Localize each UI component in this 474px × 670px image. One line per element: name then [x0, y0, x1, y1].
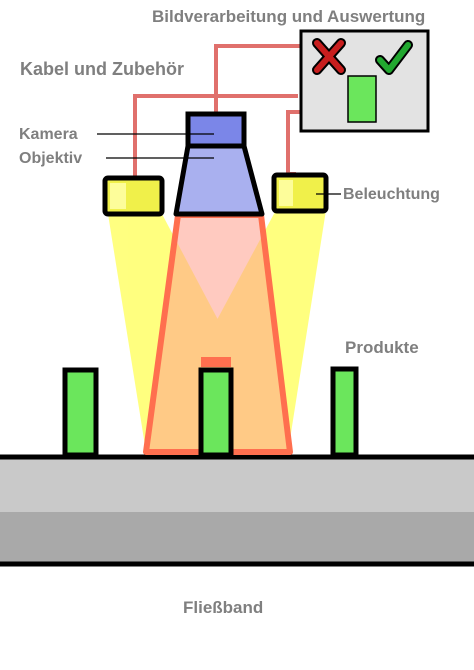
pointer-lines	[97, 133, 341, 195]
label-produkte: Produkte	[345, 338, 419, 357]
green-check-icon	[375, 40, 413, 75]
lens-body	[173, 143, 265, 217]
light-units	[102, 172, 329, 217]
product-left	[62, 367, 99, 458]
left-light	[102, 175, 165, 217]
cable-left-light	[133, 94, 298, 178]
image-processing-monitor	[299, 29, 430, 133]
fov-focus-mark	[201, 357, 231, 367]
belt-bottom-band	[0, 512, 474, 564]
product-center	[198, 367, 234, 458]
label-fliessband: Fließband	[183, 598, 263, 617]
label-bildverarbeitung: Bildverarbeitung und Auswertung	[152, 7, 425, 26]
fov-area	[146, 215, 290, 452]
camera-assembly	[173, 111, 265, 217]
belt-top-band	[0, 456, 474, 512]
cable-camera	[214, 44, 302, 113]
right-light	[271, 172, 329, 214]
label-kabel: Kabel und Zubehör	[20, 59, 184, 79]
monitor-product-image	[347, 75, 377, 123]
label-beleuchtung: Beleuchtung	[343, 186, 440, 203]
label-objektiv: Objektiv	[19, 150, 82, 167]
camera-body	[185, 111, 247, 149]
product-right	[330, 366, 359, 458]
label-kamera: Kamera	[19, 126, 78, 143]
products	[62, 366, 359, 458]
conveyor-belt	[0, 454, 474, 567]
red-cross-icon	[312, 38, 346, 75]
